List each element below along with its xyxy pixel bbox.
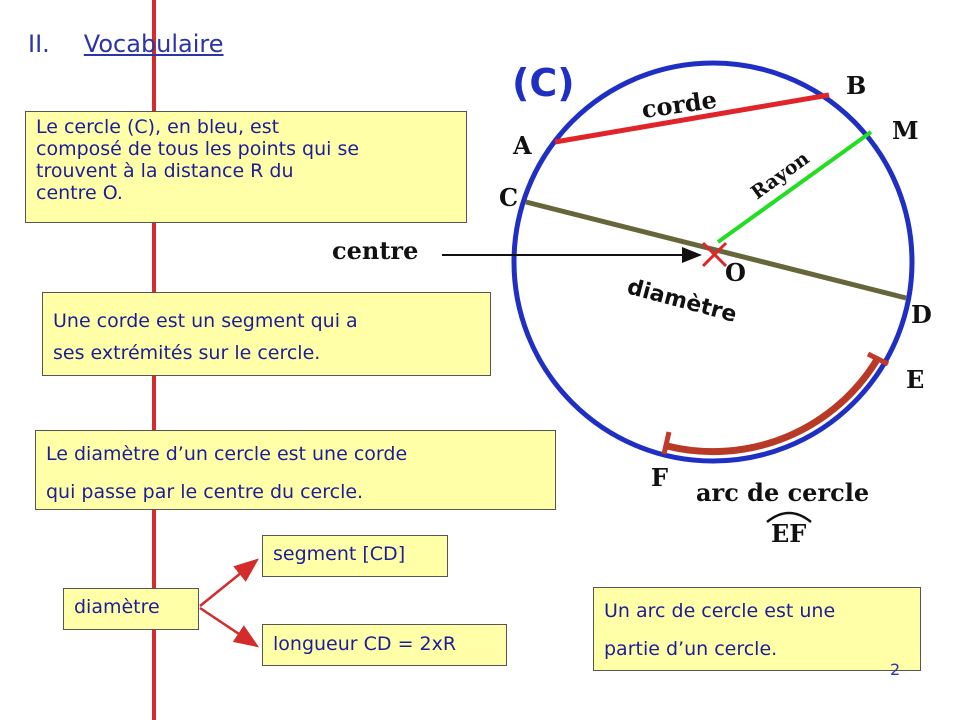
note-line: trouvent à la distance R du	[36, 160, 294, 182]
arc-ef	[666, 356, 882, 456]
diameter-box: diamètre	[63, 588, 199, 630]
section-title: II. Vocabulaire	[28, 30, 224, 58]
section-heading: Vocabulaire	[83, 30, 224, 58]
arc-name-label: EF	[771, 519, 806, 548]
circle-c	[511, 60, 915, 464]
point-a-label: A	[512, 131, 532, 160]
diameter-cd	[525, 199, 907, 301]
diameter-label: diamètre	[624, 275, 739, 328]
arc-tick-f	[661, 431, 672, 455]
point-b-label: B	[846, 71, 866, 100]
point-e-label: E	[906, 365, 924, 394]
length-box: longueur CD = 2xR	[262, 624, 507, 666]
note-line: partie d’un cercle.	[604, 638, 778, 660]
arc-notation-mark	[766, 511, 812, 523]
circle-definition-note: Le cercle (C), en bleu, est composé de t…	[25, 111, 467, 223]
note-line: Le cercle (C), en bleu, est	[36, 116, 280, 138]
arc-label: arc de cercle	[696, 478, 869, 507]
point-d-label: D	[911, 300, 932, 329]
note-line: qui passe par le centre du cercle.	[46, 481, 364, 503]
point-c-label: C	[499, 183, 518, 212]
arrow-to-segment	[199, 558, 259, 607]
arrow-to-length	[199, 606, 260, 648]
note-line: Un arc de cercle est une	[604, 600, 836, 622]
diameter-definition-note: Le diamètre d’un cercle est une corde qu…	[35, 430, 556, 510]
note-line: centre O.	[36, 182, 123, 204]
note-line: ses extrémités sur le cercle.	[53, 342, 321, 364]
chord-ab	[554, 92, 830, 145]
segment-box: segment [CD]	[262, 535, 448, 577]
page-number: 2	[890, 660, 901, 679]
arc-definition-note: Un arc de cercle est une partie d’un cer…	[593, 587, 921, 671]
chord-definition-note: Une corde est un segment qui a ses extré…	[42, 292, 491, 376]
radius-om	[716, 130, 873, 244]
note-line: Le diamètre d’un cercle est une corde	[46, 443, 408, 465]
point-o-label: O	[725, 258, 746, 287]
point-f-label: F	[651, 463, 668, 492]
note-line: composé de tous les points qui se	[36, 138, 360, 160]
arc-tick-e	[866, 351, 890, 367]
centre-label: centre	[332, 236, 418, 265]
point-m-label: M	[892, 116, 919, 145]
circle-name-label: (C)	[512, 61, 575, 105]
center-mark	[701, 241, 728, 268]
note-line: Une corde est un segment qui a	[53, 310, 358, 332]
section-number: II.	[28, 30, 50, 58]
